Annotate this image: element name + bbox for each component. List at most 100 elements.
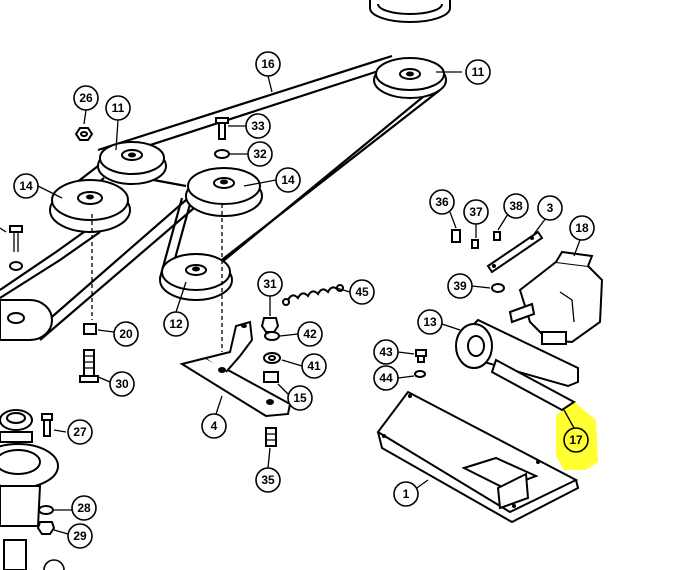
svg-text:11: 11 (472, 65, 485, 79)
spindle-assembly (0, 409, 59, 570)
callout-1: 1 (393, 481, 419, 507)
bushing-15 (263, 371, 279, 383)
svg-text:28: 28 (77, 501, 91, 515)
callout-14-center: 14 (275, 167, 301, 193)
callout-12: 12 (163, 311, 189, 337)
svg-text:1: 1 (403, 487, 410, 501)
callout-31: 31 (257, 271, 283, 297)
svg-text:35: 35 (261, 473, 275, 487)
svg-text:20: 20 (119, 327, 133, 341)
callout-11-left: 11 (105, 95, 131, 121)
bolt-43 (415, 349, 427, 363)
callout-26: 26 (73, 85, 99, 111)
callout-29: 29 (67, 523, 93, 549)
top-pulley (369, 0, 451, 23)
spacer-20 (83, 323, 97, 335)
callout-41: 41 (301, 353, 327, 379)
bolt-30 (79, 349, 99, 383)
washer-39 (491, 283, 505, 293)
hex-nut-26 (74, 127, 94, 141)
callout-13: 13 (417, 309, 443, 335)
callout-16: 16 (255, 51, 281, 77)
callout-38: 38 (503, 193, 529, 219)
callout-42: 42 (297, 321, 323, 347)
callout-18: 18 (569, 215, 595, 241)
idler-arm-4 (179, 320, 292, 418)
svg-text:30: 30 (115, 377, 129, 391)
leader-lines (37, 71, 581, 535)
svg-text:14: 14 (19, 179, 33, 193)
callout-30: 30 (109, 371, 135, 397)
svg-text:3: 3 (547, 201, 554, 215)
small-hardware-36-37-38 (451, 229, 501, 249)
svg-text:31: 31 (263, 277, 277, 291)
svg-text:26: 26 (79, 91, 93, 105)
bolt-27 (41, 413, 53, 437)
svg-text:18: 18 (575, 221, 589, 235)
nut-29 (36, 521, 56, 535)
svg-text:36: 36 (435, 195, 449, 209)
callout-37: 37 (463, 199, 489, 225)
callouts: 16 11 26 11 33 32 14 14 36 37 38 3 18 31… (13, 51, 595, 570)
svg-text:27: 27 (73, 425, 87, 439)
washer-41 (263, 352, 281, 364)
mounting-plate-1 (376, 390, 580, 524)
callout-32: 32 (247, 141, 273, 167)
callout-43: 43 (373, 339, 399, 365)
idler-pulley-left (97, 141, 167, 185)
svg-text:45: 45 (355, 285, 369, 299)
svg-text:43: 43 (379, 345, 393, 359)
bracket-3 (486, 230, 544, 274)
spacer-42 (264, 331, 280, 341)
callout-14-left: 14 (13, 173, 39, 199)
washer-32 (214, 149, 230, 159)
deck-pulley-center (185, 167, 263, 217)
idler-pulley-right (373, 57, 447, 99)
callout-11-right: 11 (465, 59, 491, 85)
callout-45: 45 (349, 279, 375, 305)
svg-text:16: 16 (261, 57, 275, 71)
svg-text:33: 33 (251, 119, 265, 133)
callout-33: 33 (245, 113, 271, 139)
deck-pulley-far-left (0, 299, 53, 341)
callout-20: 20 (113, 321, 139, 347)
callout-17: 17 (563, 427, 589, 453)
svg-text:39: 39 (453, 279, 467, 293)
svg-text:13: 13 (423, 315, 437, 329)
svg-text:15: 15 (293, 391, 307, 405)
svg-text:17: 17 (569, 433, 583, 447)
callout-39: 39 (447, 273, 473, 299)
bolt-33 (215, 117, 229, 140)
svg-text:38: 38 (509, 199, 523, 213)
svg-text:32: 32 (253, 147, 267, 161)
callout-28: 28 (71, 495, 97, 521)
deck-pulley-left (49, 179, 131, 233)
callout-3: 3 (537, 195, 563, 221)
svg-text:11: 11 (112, 101, 125, 115)
callout-27: 27 (67, 419, 93, 445)
svg-text:14: 14 (281, 173, 295, 187)
callout-36: 36 (429, 189, 455, 215)
svg-text:41: 41 (307, 359, 321, 373)
bolt-35 (265, 427, 277, 447)
locknut-31 (260, 317, 280, 333)
nut-44 (414, 370, 426, 378)
svg-text:44: 44 (379, 371, 393, 385)
idler-pulley-lower (159, 253, 233, 301)
callout-partial-bottom (43, 559, 65, 570)
callout-15: 15 (287, 385, 313, 411)
washer-28 (38, 505, 54, 515)
idler-assembly-13 (455, 318, 579, 412)
svg-text:37: 37 (469, 205, 483, 219)
spring-45 (282, 284, 344, 306)
svg-text:12: 12 (169, 317, 183, 331)
svg-text:4: 4 (211, 419, 218, 433)
callout-35: 35 (255, 467, 281, 493)
svg-text:29: 29 (73, 529, 87, 543)
callout-4: 4 (201, 413, 227, 439)
left-edge-hardware (0, 225, 23, 271)
gearbox-18 (508, 250, 604, 345)
svg-text:42: 42 (303, 327, 317, 341)
callout-44: 44 (373, 365, 399, 391)
